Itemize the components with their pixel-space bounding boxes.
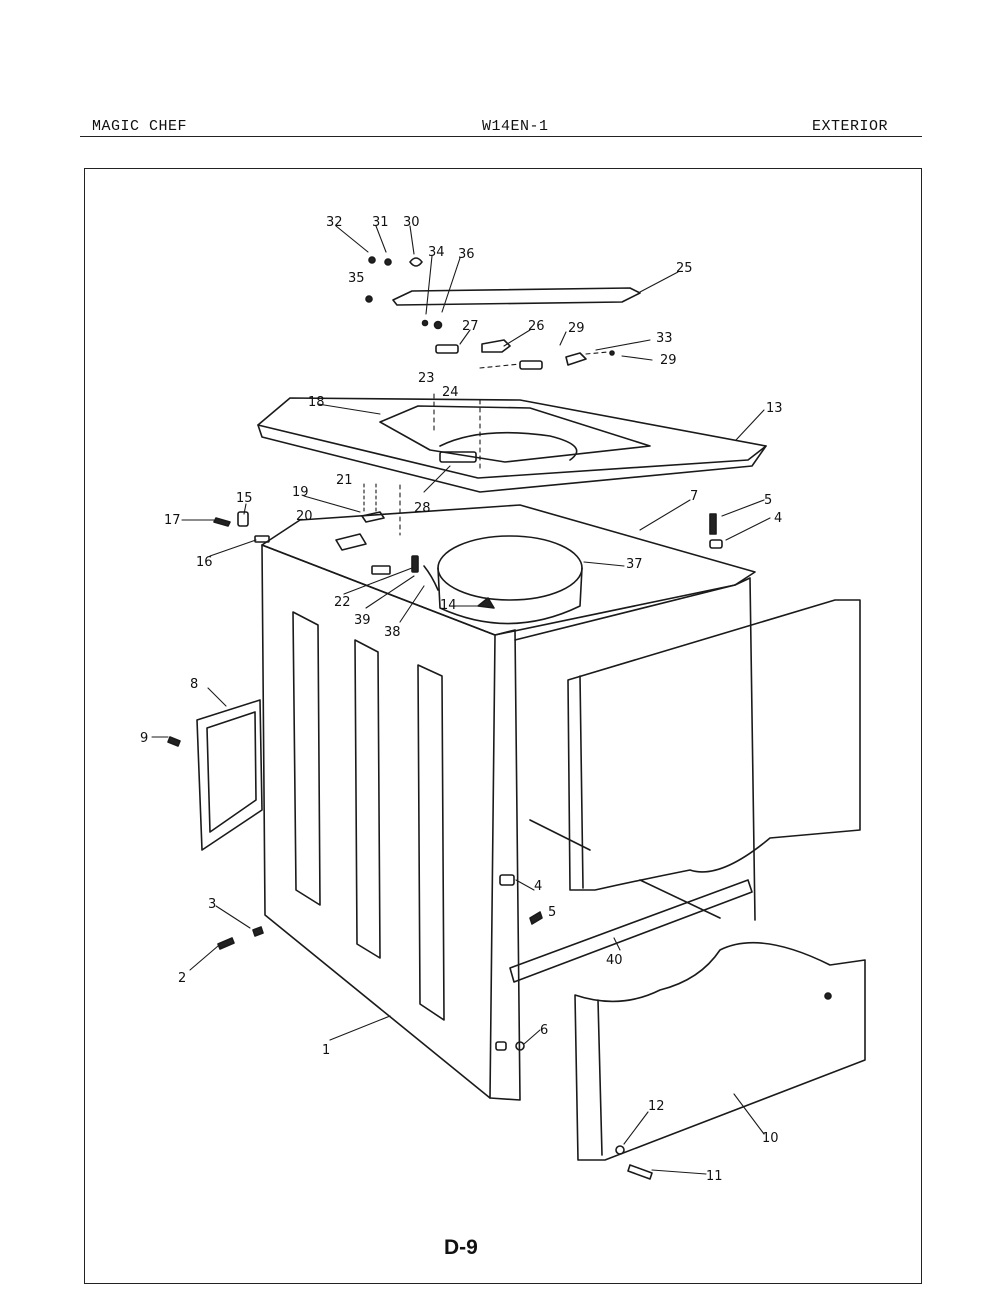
lid-hardware [365, 256, 615, 370]
cabinet-body [261, 504, 756, 1101]
callout-32: 32 [326, 215, 343, 230]
callout-8: 8 [190, 677, 198, 692]
diagram-frame [84, 168, 922, 1284]
callout-5b: 5 [548, 905, 556, 920]
callout-21: 21 [336, 473, 353, 488]
callout-4a: 4 [774, 511, 782, 526]
header-rule [80, 136, 922, 137]
top-cover-13 [257, 397, 767, 493]
callout-3: 3 [208, 897, 216, 912]
callout-34: 34 [428, 245, 445, 260]
callout-29a: 29 [568, 321, 585, 336]
callout-36: 36 [458, 247, 475, 262]
callout-5a: 5 [764, 493, 772, 508]
callout-9: 9 [140, 731, 148, 746]
rear-panel-8 [196, 699, 263, 851]
callout-38: 38 [384, 625, 401, 640]
callout-labels: 32 31 30 34 36 35 25 27 26 29 33 29 23 2… [140, 215, 783, 1184]
callout-27: 27 [462, 319, 479, 334]
callout-6: 6 [540, 1023, 548, 1038]
front-panel [567, 599, 861, 891]
callout-30: 30 [403, 215, 420, 230]
lower-panel-10 [574, 941, 866, 1161]
callout-39: 39 [354, 613, 371, 628]
page-code: D-9 [444, 1236, 478, 1259]
callout-12: 12 [648, 1099, 665, 1114]
callout-19: 19 [292, 485, 309, 500]
header-brand: MAGIC CHEF [92, 118, 188, 135]
callout-26: 26 [528, 319, 545, 334]
callout-33: 33 [656, 331, 673, 346]
callout-14: 14 [440, 598, 457, 613]
callout-37: 37 [626, 557, 643, 572]
callout-28: 28 [414, 501, 431, 516]
callout-2: 2 [178, 971, 186, 986]
leader-lines [151, 225, 771, 1175]
callout-35: 35 [348, 271, 365, 286]
callout-7: 7 [690, 489, 698, 504]
callout-25: 25 [676, 261, 693, 276]
callout-22: 22 [334, 595, 351, 610]
callout-17: 17 [164, 513, 181, 528]
callout-13: 13 [766, 401, 783, 416]
header-model: W14EN-1 [482, 118, 549, 135]
callout-23: 23 [418, 371, 435, 386]
callout-1: 1 [322, 1043, 330, 1058]
callout-10: 10 [762, 1131, 779, 1146]
callout-20: 20 [296, 509, 313, 524]
callout-15: 15 [236, 491, 253, 506]
lid-25 [392, 287, 641, 306]
callout-29b: 29 [660, 353, 677, 368]
callout-18: 18 [308, 395, 325, 410]
callout-11: 11 [706, 1169, 723, 1184]
callout-40: 40 [606, 953, 623, 968]
screws [167, 511, 723, 1180]
callout-16: 16 [196, 555, 213, 570]
callout-4b: 4 [534, 879, 542, 894]
header-section: EXTERIOR [812, 118, 889, 135]
callout-24: 24 [442, 385, 459, 400]
callout-31: 31 [372, 215, 389, 230]
